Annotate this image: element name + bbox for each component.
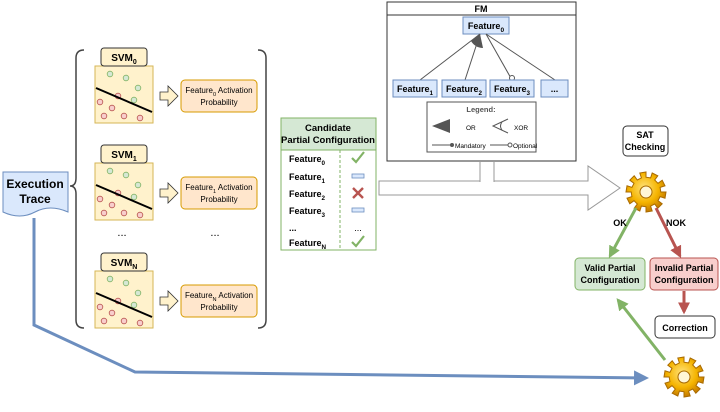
- ok-arrow: [608, 207, 638, 259]
- svm-output-line2-2: Probability: [200, 303, 237, 312]
- candidate-configuration: Candidate Partial Configuration Feature0…: [280, 117, 377, 251]
- svm-output-line2-0: Probability: [200, 98, 237, 107]
- fm-child-label-1: Feature2: [446, 84, 483, 97]
- svm-output-line1-0: Feature0 Activation: [185, 86, 252, 98]
- unknown-dash-icon: [351, 173, 365, 179]
- candidate-status-ellipsis: ...: [354, 223, 362, 233]
- trace-to-correction-line: [32, 218, 649, 386]
- legend-or-icon: [432, 119, 450, 133]
- execution-trace-line2: Trace: [19, 192, 51, 206]
- correction-gear-icon: [663, 356, 705, 398]
- svm-title-0: SVM0: [111, 53, 137, 66]
- svm-output-arrow-2: [159, 290, 179, 312]
- check-icon: [351, 235, 365, 248]
- fm-connector: [479, 162, 495, 182]
- svm-output-line1-2: FeatureN Activation: [185, 291, 253, 303]
- candidate-row-label-3: Feature3: [289, 206, 326, 219]
- or-group-arc: [471, 34, 483, 48]
- candidate-title-line1: Candidate: [305, 123, 351, 134]
- svm-hyperplane-1: [95, 184, 153, 210]
- svm-output-arrow-1: [159, 182, 179, 204]
- svm-output-arrow-0: [159, 85, 179, 107]
- candidate-row-label-2: Feature2: [289, 189, 326, 202]
- execution-trace: Execution Trace: [2, 171, 69, 217]
- correction-label: Correction: [662, 323, 708, 333]
- valid-line1: Valid Partial: [584, 263, 635, 273]
- legend-title: Legend:: [466, 105, 495, 114]
- legend-optional: Optional: [513, 143, 538, 150]
- nok-arrow: [654, 207, 682, 259]
- fm-child-box-2: [489, 79, 535, 98]
- legend-xor-icon: [491, 118, 509, 134]
- candidate-title-line2: Partial Configuration: [281, 135, 375, 146]
- output-ellipsis: ...: [210, 227, 219, 239]
- big-arrow-to-sat: [378, 165, 621, 211]
- cross-icon: [352, 187, 364, 199]
- svm-title-2: SVMN: [111, 258, 138, 271]
- fm-title: FM: [475, 4, 488, 14]
- sat-box: [622, 125, 669, 157]
- svm-output-line2-1: Probability: [200, 195, 237, 204]
- ok-label: OK: [613, 218, 627, 228]
- candidate-row-label-0: Feature0: [289, 154, 326, 167]
- fm-child-label-3: ...: [551, 84, 559, 94]
- legend-or: OR: [466, 125, 476, 132]
- svm-hyperplane-2: [95, 292, 153, 318]
- nok-label: NOK: [666, 218, 687, 228]
- invalid-box: [649, 257, 719, 291]
- correction-box: [654, 315, 716, 339]
- sat-gear-icon: [625, 171, 667, 213]
- right-bracket: [257, 49, 267, 329]
- valid-box: [574, 257, 646, 291]
- candidate-row-label-1: Feature1: [289, 172, 326, 185]
- left-bracket: [69, 49, 85, 329]
- execution-trace-line1: Execution: [6, 177, 63, 191]
- correction-to-valid-arrow: [616, 298, 667, 361]
- fm-child-label-2: Feature3: [494, 84, 531, 97]
- legend-xor: XOR: [514, 125, 528, 132]
- check-icon: [351, 151, 365, 164]
- sat-line1: SAT: [636, 130, 654, 140]
- svm-hyperplane-0: [95, 87, 153, 113]
- svm-output-line1-1: Feature1 Activation: [185, 183, 252, 195]
- unknown-dash-icon: [351, 207, 365, 213]
- fm-root-label: Feature0: [468, 21, 505, 34]
- candidate-row-label-5: FeatureN: [289, 238, 327, 251]
- invalid-line2: Configuration: [655, 275, 714, 285]
- fm-child-box-1: [441, 79, 487, 98]
- valid-line2: Configuration: [581, 275, 640, 285]
- candidate-row-label-4: ...: [289, 223, 297, 233]
- fm-child-box-0: [392, 79, 438, 98]
- sat-line2: Checking: [625, 142, 666, 152]
- fm-child-label-0: Feature1: [397, 84, 434, 97]
- invalid-line1: Invalid Partial: [655, 263, 714, 273]
- svm-title-1: SVM1: [111, 150, 137, 163]
- fm-child-box-3: [540, 79, 569, 98]
- svm-ellipsis: ...: [117, 227, 126, 239]
- legend-mandatory: Mandatory: [455, 143, 486, 150]
